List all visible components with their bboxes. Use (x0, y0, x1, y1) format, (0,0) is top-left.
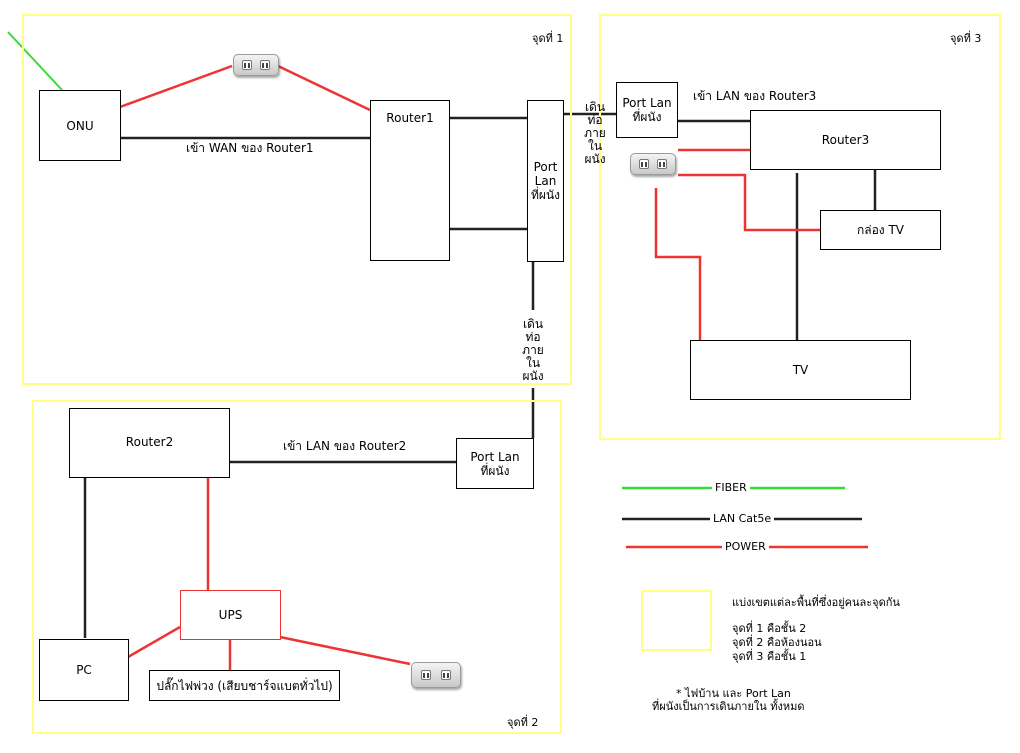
power-onu-socket (119, 64, 233, 109)
legend-zone-swatch (641, 590, 712, 651)
footnote-line: ที่ผนังเป็นการเดินภายใน ทั้งหมด (652, 700, 805, 713)
wan-router1-label: เข้า WAN ของ Router1 (186, 141, 314, 155)
router2-device: Router2 (69, 408, 230, 478)
lan-router3-label: เข้า LAN ของ Router3 (693, 89, 817, 103)
lan-lines (83, 112, 877, 638)
zone-3 (599, 14, 1001, 440)
power-ups-pc (127, 625, 181, 659)
lan-router2-label: เข้า LAN ของ Router2 (283, 439, 407, 453)
router1-device: Router1 (370, 100, 450, 261)
legend-zone-item: จุดที่ 1 คือชั้น 2 (732, 622, 807, 635)
legend-zone-item: จุดที่ 3 คือชั้น 1 (732, 650, 807, 663)
socket-hole-icon (260, 60, 270, 70)
legend-lan-label: LAN Cat5e (710, 512, 775, 525)
legend-zone-desc: แบ่งเขตแต่ละพื้นที่ซึ่งอยู่คนละจุดกัน (732, 596, 900, 609)
power-socket-tvbox (678, 173, 820, 232)
legend-power-label: POWER (722, 540, 769, 553)
legend-fiber-label: FIBER (712, 481, 750, 494)
power-socket-tv (654, 188, 702, 340)
tv-device: TV (690, 340, 911, 400)
conduit-label-top: เดิน ท่อ ภาย ใน ผนัง (584, 100, 606, 166)
socket-hole-icon (639, 159, 649, 169)
conduit-label-bottom: เดิน ท่อ ภาย ใน ผนัง (522, 317, 544, 383)
zone-2-label: จุดที่ 2 (507, 716, 539, 729)
onu-device: ONU (39, 90, 121, 161)
socket-hole-icon (440, 670, 451, 680)
socket-hole-icon (242, 60, 252, 70)
wall-port-zone2: Port Lan ที่ผนัง (456, 438, 534, 489)
wall-socket-icon (233, 54, 279, 76)
ups-device: UPS (180, 590, 281, 640)
wall-port-vertical: Port Lan ที่ผนัง (527, 100, 564, 262)
power-ups-socket (279, 635, 411, 666)
socket-hole-icon (657, 159, 667, 169)
footnote-line: * ไฟบ้าน และ Port Lan (676, 687, 791, 700)
power-lines (119, 64, 820, 670)
wall-socket-icon (411, 662, 461, 688)
wall-socket-icon (630, 153, 676, 175)
power-socket-router1 (277, 64, 371, 112)
zone-2 (32, 400, 562, 734)
legend-zone-item: จุดที่ 2 คือห้องนอน (732, 636, 822, 649)
zone-1-label: จุดที่ 1 (532, 32, 564, 45)
router3-device: Router3 (750, 110, 941, 170)
fiber-line (7, 31, 63, 91)
socket-hole-icon (421, 670, 432, 680)
zone-1 (22, 14, 572, 385)
wall-port-zone3: Port Lan ที่ผนัง (616, 82, 678, 138)
pc-device: PC (39, 639, 129, 701)
tv-box-device: กล่อง TV (820, 210, 941, 250)
zone-3-label: จุดที่ 3 (950, 32, 982, 45)
power-strip-device: ปลั๊กไฟพ่วง (เสียบชาร์จแบตทั่วไป) (149, 670, 340, 701)
